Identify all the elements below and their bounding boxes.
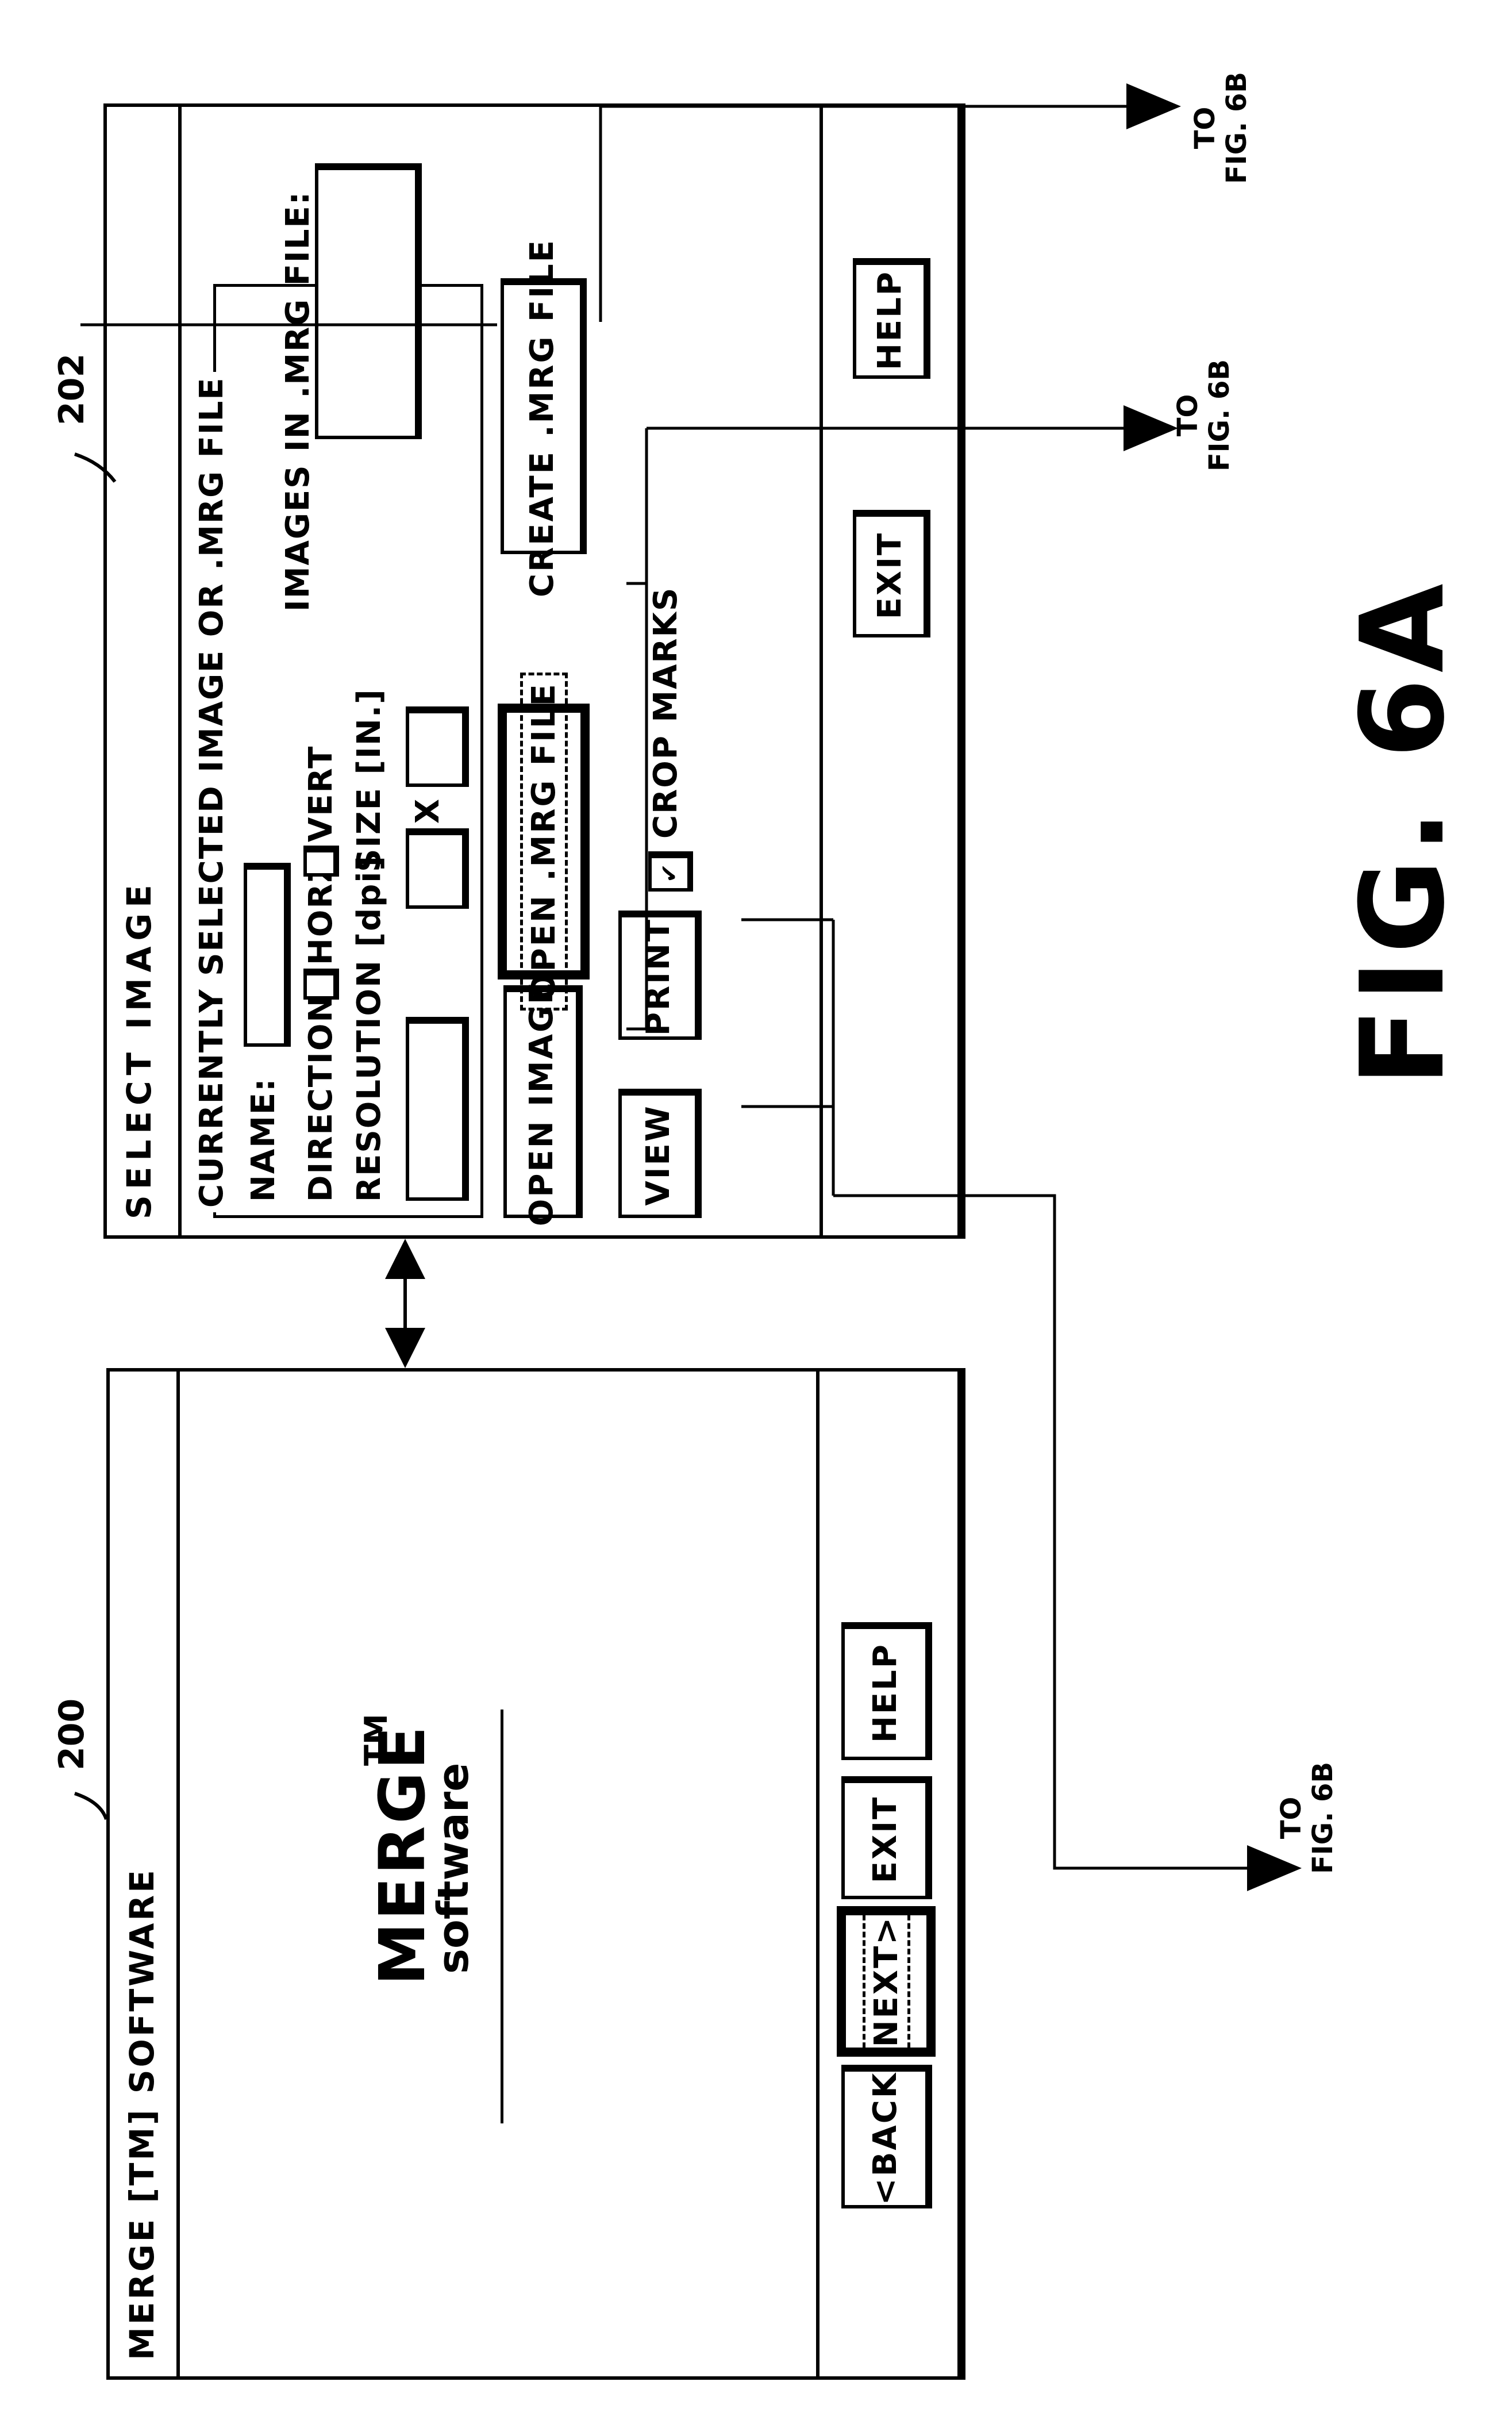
- view-button[interactable]: VIEW: [618, 1089, 702, 1218]
- exit-button[interactable]: EXIT: [841, 1776, 932, 1899]
- select-image-exit-button[interactable]: EXIT: [853, 510, 930, 637]
- note-fig6b: FIG. 6B: [1203, 359, 1236, 471]
- open-mrg-file-button-label: OPEN .MRG FILE: [525, 682, 563, 1001]
- ref-numeral-200: 200: [52, 1698, 92, 1770]
- arrowhead-open-buttons-icon: [1124, 405, 1178, 451]
- next-button[interactable]: NEXT>: [837, 1906, 936, 2057]
- horz-checkbox[interactable]: [303, 969, 339, 1000]
- open-image-button[interactable]: OPEN IMAGE: [503, 981, 583, 1226]
- help-button[interactable]: HELP: [841, 1622, 932, 1760]
- select-image-button-bar: EXIT HELP: [820, 107, 957, 1235]
- select-image-window-title: SELECT IMAGE: [120, 879, 159, 1219]
- view-button-label: VIEW: [640, 1104, 677, 1206]
- next-button-focus-ring: NEXT>: [862, 1906, 910, 2057]
- current-selection-group-title: CURRENTLY SELECTED IMAGE OR .MRG FILE: [193, 372, 230, 1212]
- vert-checkbox[interactable]: [303, 846, 339, 877]
- splash-window-title: MERGE [TM] SOFTWARE: [122, 1868, 161, 2360]
- direction-label: DIRECTION:: [302, 980, 340, 1202]
- vert-label: VERT: [302, 745, 340, 842]
- open-mrg-file-focus-ring: OPEN .MRG FILE: [520, 673, 568, 1011]
- to-fig6b-note-open: TO FIG. 6B: [1172, 359, 1236, 471]
- exit-button-label: EXIT: [866, 1795, 904, 1884]
- name-label: NAME:: [245, 1077, 282, 1202]
- to-fig6b-note-create: TO FIG. 6B: [1189, 72, 1253, 184]
- size-label: SIZE [IN.]: [351, 688, 388, 872]
- print-button-label: PRINT: [640, 917, 677, 1036]
- splash-title-bar: MERGE [TM] SOFTWARE: [110, 1372, 180, 2376]
- figure-label: FIG. 6A: [1336, 578, 1470, 1086]
- back-button-label: <BACK: [866, 2071, 904, 2206]
- select-image-exit-button-label: EXIT: [871, 531, 909, 620]
- arrowhead-right-icon: [385, 1239, 425, 1279]
- create-mrg-file-button[interactable]: CREATE .MRG FILE: [501, 239, 587, 597]
- create-mrg-file-button-label: CREATE .MRG FILE: [523, 238, 561, 598]
- next-button-label: NEXT>: [867, 1915, 905, 2048]
- crop-marks-checkbox[interactable]: ✔: [648, 851, 693, 892]
- print-button[interactable]: PRINT: [618, 911, 702, 1040]
- open-image-button-label: OPEN IMAGE: [522, 980, 560, 1227]
- trademark-mark: TM: [358, 1714, 394, 1766]
- splash-button-bar: <BACK NEXT> EXIT HELP: [816, 1372, 957, 2376]
- select-image-window: SELECT IMAGE CURRENTLY SELECTED IMAGE OR…: [103, 103, 965, 1239]
- arrowhead-create-mrg-icon: [1126, 83, 1181, 129]
- note-fig6b: FIG. 6B: [1221, 72, 1253, 184]
- open-mrg-file-button[interactable]: OPEN .MRG FILE: [498, 673, 590, 1011]
- resolution-label: RESOLUTION [dpi]: [351, 854, 388, 1202]
- size-height-field[interactable]: [406, 706, 469, 787]
- arrowhead-left-icon: [385, 1328, 425, 1368]
- note-fig6b: FIG. 6B: [1307, 1762, 1340, 1874]
- name-field[interactable]: [244, 863, 291, 1047]
- select-image-help-button-label: HELP: [871, 270, 909, 370]
- help-button-label: HELP: [866, 1643, 904, 1743]
- size-x-separator: X: [409, 797, 447, 824]
- resolution-field[interactable]: [406, 1017, 469, 1201]
- select-image-help-button[interactable]: HELP: [853, 258, 930, 379]
- images-in-mrg-label: IMAGES IN .MRG FILE:: [279, 190, 317, 612]
- to-fig6b-note-view-print: TO FIG. 6B: [1275, 1762, 1340, 1874]
- note-to: TO: [1275, 1796, 1307, 1839]
- splash-window: MERGE [TM] SOFTWARE MERGE TM software <B…: [106, 1368, 965, 2380]
- merge-logo-subtitle: software: [429, 1762, 478, 1974]
- crop-marks-label: CROP MARKS: [647, 586, 684, 839]
- ref-numeral-202: 202: [52, 353, 92, 425]
- size-width-field[interactable]: [406, 828, 469, 909]
- logo-underline: [501, 1710, 503, 2123]
- leader-200: [74, 1792, 108, 1820]
- mrg-images-listbox[interactable]: [315, 163, 422, 439]
- note-to: TO: [1189, 106, 1221, 149]
- note-to: TO: [1172, 394, 1204, 437]
- back-button[interactable]: <BACK: [841, 2065, 932, 2208]
- check-mark-icon: ✔: [656, 863, 683, 883]
- select-image-title-bar: SELECT IMAGE: [107, 107, 182, 1235]
